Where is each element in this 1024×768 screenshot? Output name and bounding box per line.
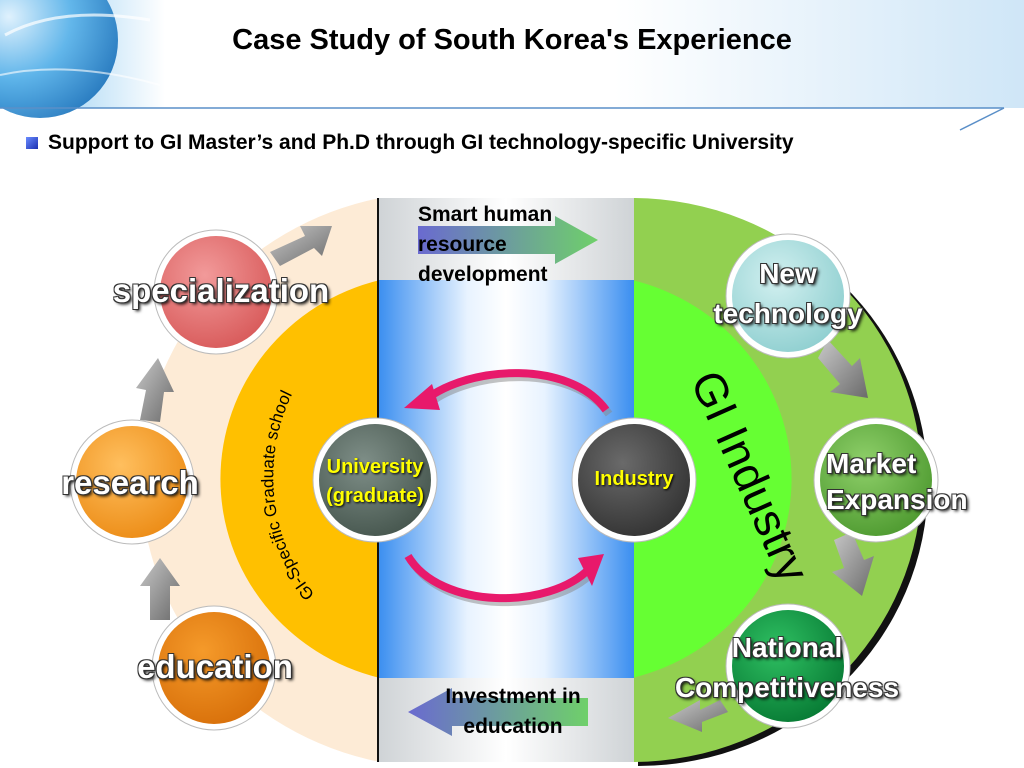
specialization-label: specialization xyxy=(112,272,330,309)
specialization-circle xyxy=(153,229,279,355)
national-competitiveness-label: National Competitiveness xyxy=(644,628,930,708)
university-label: University (graduate) xyxy=(300,453,450,511)
research-circle xyxy=(69,419,195,545)
university-circle xyxy=(312,417,438,543)
university-label-line2: (graduate) xyxy=(326,485,424,507)
hr-development-arrow xyxy=(418,216,598,264)
cycle-arrow-bottom xyxy=(404,553,593,603)
arrow-research-to-specialization xyxy=(136,358,174,422)
research-label: research xyxy=(61,464,199,501)
national-competitiveness-circle xyxy=(725,603,851,729)
industry-circle xyxy=(571,417,697,543)
new-technology-label: New technology xyxy=(688,254,888,334)
top-flow-label: Smart human resource development xyxy=(418,203,553,286)
education-circle xyxy=(151,605,277,731)
arrow-education-to-research xyxy=(140,558,180,620)
investment-arrow xyxy=(408,688,588,736)
education-label: education xyxy=(137,648,293,685)
university-label-line1: University xyxy=(326,456,424,478)
cycle-arrow-top xyxy=(422,369,610,413)
arrow-national-out xyxy=(668,700,728,732)
new-technology-circle xyxy=(725,233,851,359)
arrow-newtech-to-market xyxy=(818,340,868,398)
national-competitiveness-line2: Competitiveness xyxy=(674,672,900,703)
arrow-to-specialization xyxy=(270,226,332,266)
market-expansion-circle xyxy=(813,417,939,543)
national-competitiveness-line1: National xyxy=(731,632,843,663)
industry-label: Industry xyxy=(594,468,674,490)
bullet-icon xyxy=(26,137,38,149)
page-title: Case Study of South Korea's Experience xyxy=(232,24,792,56)
bottom-flow-label: Investment in education xyxy=(445,685,581,738)
globe-icon xyxy=(0,0,118,118)
market-expansion-line2: Expansion xyxy=(826,484,968,515)
market-expansion-line1: Market xyxy=(826,448,917,479)
new-technology-line2: technology xyxy=(713,298,863,329)
market-expansion-label: Market Expansion xyxy=(826,446,1006,518)
subtitle: Support to GI Master’s and Ph.D through … xyxy=(48,131,794,154)
new-technology-line1: New xyxy=(759,258,817,289)
arrow-market-to-national xyxy=(832,532,874,596)
